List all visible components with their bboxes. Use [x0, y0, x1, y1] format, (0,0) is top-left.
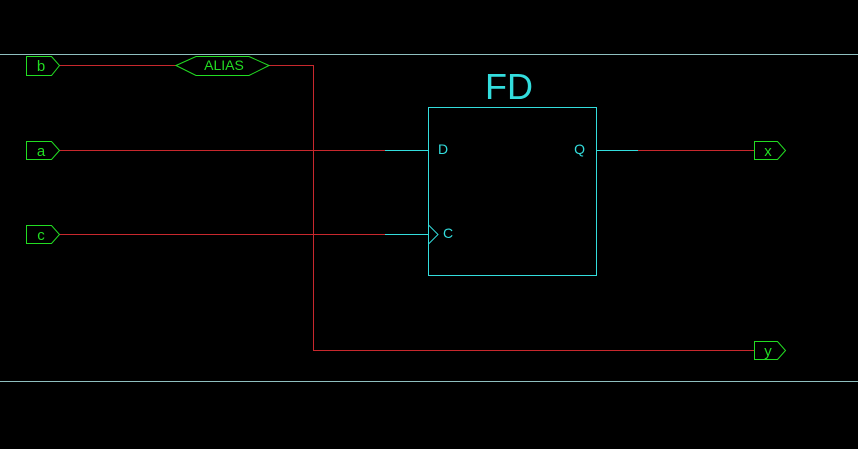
alias-label: ALIAS	[204, 57, 244, 73]
pin-label-q: Q	[574, 141, 585, 157]
alias-symbol[interactable]: ALIAS	[174, 56, 271, 76]
output-port-y[interactable]: y	[754, 341, 787, 361]
port-label: y	[764, 343, 772, 360]
component-name: FD	[485, 66, 533, 107]
port-label: b	[37, 58, 45, 75]
port-label: c	[37, 227, 45, 244]
input-port-a[interactable]: a	[26, 141, 61, 161]
fd-flip-flop[interactable]	[385, 107, 638, 276]
pin-label-d: D	[438, 141, 448, 157]
input-port-b[interactable]: b	[26, 56, 61, 76]
wire-y[interactable]	[269, 65, 754, 351]
output-port-x[interactable]: x	[754, 141, 787, 161]
port-label: x	[764, 143, 772, 160]
pin-label-c: C	[443, 225, 453, 241]
port-label: a	[37, 143, 46, 160]
fd-body[interactable]	[428, 107, 597, 276]
input-port-c[interactable]: c	[26, 225, 61, 245]
clock-triangle-icon	[428, 224, 439, 245]
